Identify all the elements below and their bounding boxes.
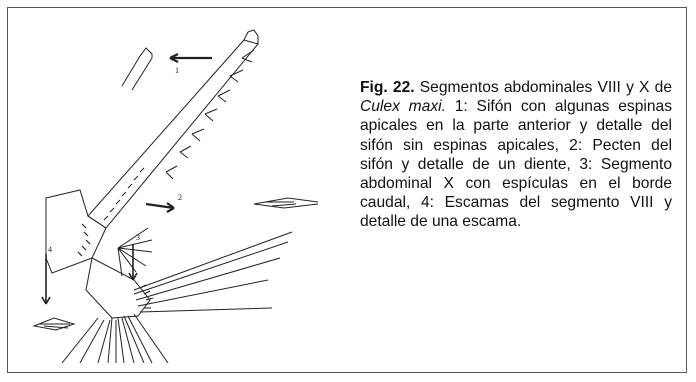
culex-drawing: 1 2 3 4 [32,29,319,363]
figure-frame [7,7,687,373]
siphon-outline [87,39,259,229]
detail-scale [32,317,76,331]
basal-tuft [117,227,153,277]
caption-text-before: Segmentos abdominales VIII y X de [414,79,672,96]
detail-siphon [121,47,153,91]
detail-tooth [253,197,319,209]
comb-scales [77,223,91,257]
siphon-tip [243,29,259,44]
arrow-1 [169,53,212,63]
caudal-setae [133,231,293,313]
figure-caption: Fig. 22. Segmentos abdominales VIII y X … [360,78,672,232]
arrow-2 [145,202,175,213]
arrow-3 [128,244,138,281]
arrow-4 [41,254,51,305]
siphon-hairs [165,49,255,180]
label-2: 2 [178,193,182,202]
ventral-brush [61,313,169,363]
label-3: 3 [136,233,140,242]
species-name: Culex maxi. [360,98,446,116]
caption-text-after: 1: Sifón con algunas espinas apicales en… [360,98,672,231]
label-4: 4 [48,245,52,254]
pecten-teeth [103,167,145,221]
figure-label: Fig. 22. [360,79,415,96]
segment-viii [45,189,107,274]
label-1: 1 [175,66,179,75]
segment-x [85,257,151,319]
